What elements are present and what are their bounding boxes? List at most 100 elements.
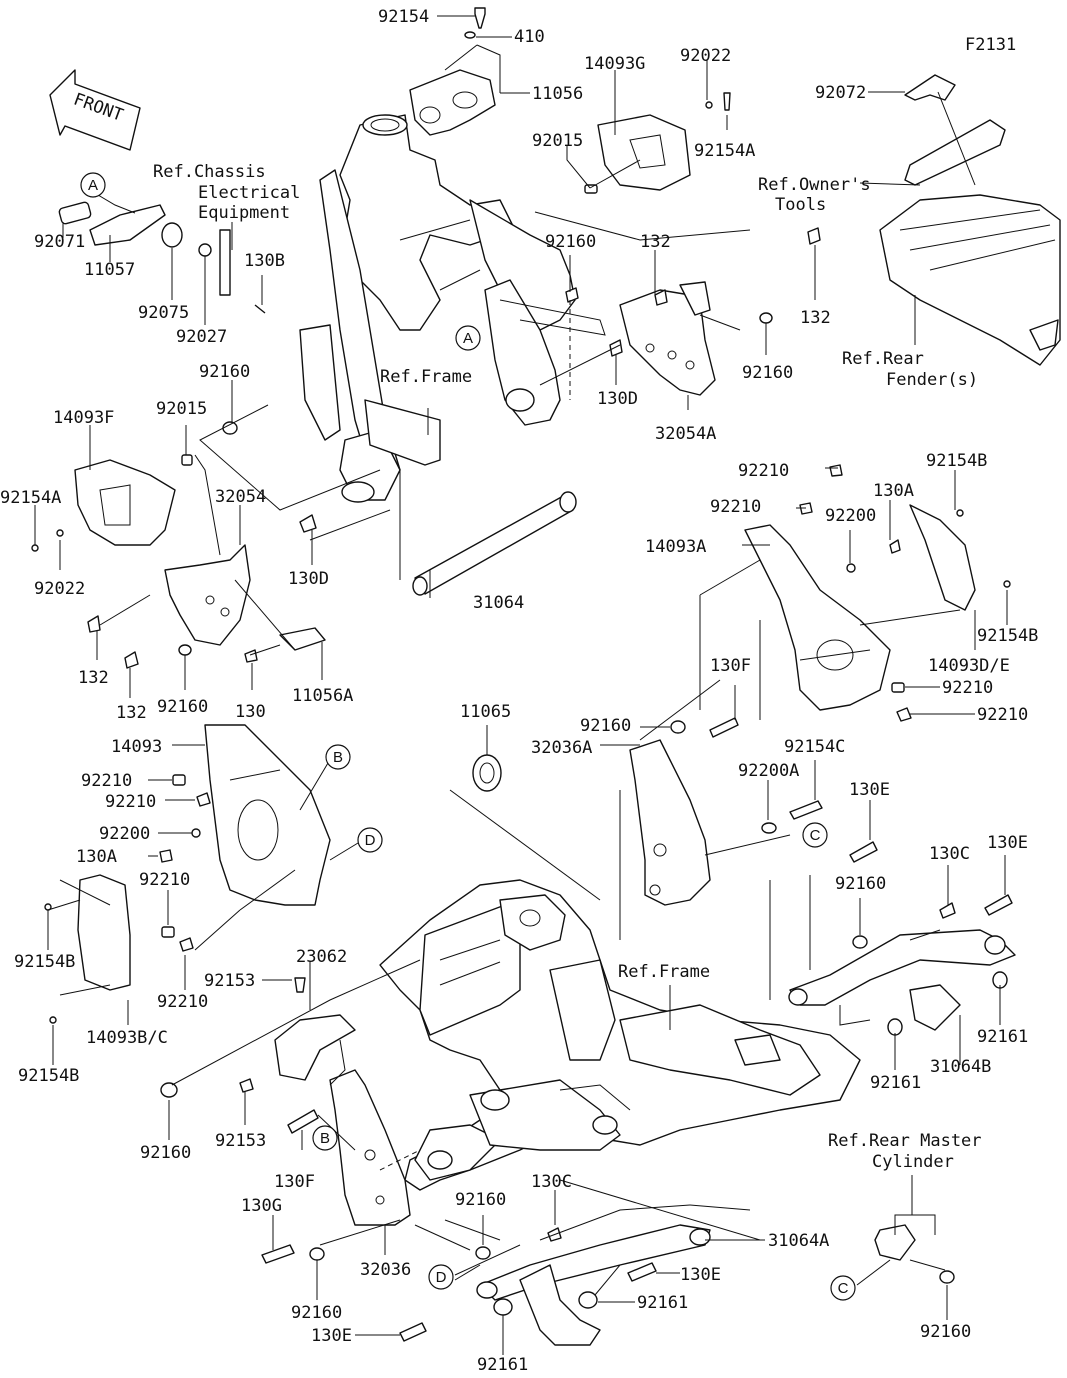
part-label: 92160 xyxy=(291,1303,342,1323)
svg-text:Ref.Owner's: Ref.Owner's xyxy=(758,175,871,195)
part-label: 92160 xyxy=(199,362,250,382)
bracket-32054A xyxy=(619,281,716,396)
cover-14093A xyxy=(744,524,891,711)
part-label: 132 xyxy=(78,668,109,688)
bracket-32036 xyxy=(329,1069,411,1226)
part-label: 92022 xyxy=(680,46,731,66)
part-label: 92160 xyxy=(157,697,208,717)
part-label: 32054A xyxy=(655,424,716,444)
part-label: 92160 xyxy=(545,232,596,252)
part-label: 92153 xyxy=(204,971,255,991)
part-label: 92210 xyxy=(710,497,761,517)
part-label: 92161 xyxy=(477,1355,528,1375)
part-label: 11057 xyxy=(84,260,135,280)
svg-text:D: D xyxy=(365,832,376,849)
shaft-31064 xyxy=(412,491,577,596)
marker-B-lower: B xyxy=(312,1125,338,1151)
svg-text:D: D xyxy=(436,1269,447,1286)
marker-B-right: B xyxy=(325,744,351,770)
part-label: 14093G xyxy=(584,54,645,74)
part-label: 130A xyxy=(76,847,117,867)
part-label: 92153 xyxy=(215,1131,266,1151)
part-labels: 92154 410 11056 14093G 92022 92154A 9201… xyxy=(0,7,1038,1375)
marker-C-lower: C xyxy=(830,1275,856,1301)
part-label: 32036 xyxy=(360,1260,411,1280)
svg-text:Ref.Chassis: Ref.Chassis xyxy=(153,162,266,182)
part-label: 92015 xyxy=(532,131,583,151)
part-label: 92200 xyxy=(99,824,150,844)
part-label: 92154C xyxy=(784,737,845,757)
part-label: 92075 xyxy=(138,303,189,323)
part-label: 130F xyxy=(274,1172,315,1192)
part-label: 130E xyxy=(680,1265,721,1285)
part-label: 31064B xyxy=(930,1057,991,1077)
part-label: 11056A xyxy=(292,686,353,706)
part-label: 23062 xyxy=(296,947,347,967)
svg-text:Ref.Rear: Ref.Rear xyxy=(842,349,924,369)
hardware xyxy=(31,7,1013,1342)
part-label: 92154B xyxy=(18,1066,79,1086)
ring-11065 xyxy=(472,754,502,792)
part-label: 92154B xyxy=(14,952,75,972)
marker-A-top: A xyxy=(80,172,106,198)
part-label: 92160 xyxy=(920,1322,971,1342)
part-label: 92210 xyxy=(105,792,156,812)
figure-id: F2131 xyxy=(965,35,1016,55)
part-label: 31064A xyxy=(768,1231,829,1251)
part-label: 92210 xyxy=(738,461,789,481)
part-label: 92210 xyxy=(81,771,132,791)
svg-text:Cylinder: Cylinder xyxy=(872,1152,954,1172)
part-label: 92200 xyxy=(825,506,876,526)
svg-text:Electrical: Electrical xyxy=(198,183,300,203)
part-label: 92071 xyxy=(34,232,85,252)
part-label: 92161 xyxy=(977,1027,1028,1047)
part-label: 14093D/E xyxy=(928,656,1010,676)
part-label: 130C xyxy=(929,844,970,864)
part-label: 92160 xyxy=(742,363,793,383)
part-label: 92161 xyxy=(637,1293,688,1313)
cover-14093 xyxy=(204,724,331,906)
arm-31064B xyxy=(788,929,1016,1031)
ref-rear-master-cylinder: Ref.Rear Master Cylinder xyxy=(828,1131,982,1172)
part-label: 130E xyxy=(311,1326,352,1346)
part-label: 11056 xyxy=(532,84,583,104)
part-label: 130A xyxy=(873,481,914,501)
marker-C-mid: C xyxy=(802,822,828,848)
part-label: 92210 xyxy=(942,678,993,698)
part-label: 92154 xyxy=(378,7,429,27)
part-label: 31064 xyxy=(473,593,524,613)
svg-text:C: C xyxy=(810,827,821,844)
svg-text:Fender(s): Fender(s) xyxy=(886,370,978,390)
part-label: 130G xyxy=(241,1196,282,1216)
front-arrow-icon: FRONT xyxy=(49,69,141,151)
arm-31064A xyxy=(476,1224,711,1346)
ref-chassis-electrical: Ref.Chassis Electrical Equipment xyxy=(153,162,300,223)
ref-frame-upper: Ref.Frame xyxy=(380,367,472,387)
ref-owners-tools: Ref.Owner's Tools xyxy=(758,175,871,215)
svg-text:Tools: Tools xyxy=(775,195,826,215)
marker-D-lower: D xyxy=(428,1264,454,1290)
svg-text:A: A xyxy=(463,330,473,347)
part-label: 14093A xyxy=(645,537,706,557)
part-label: 92160 xyxy=(580,716,631,736)
cover-14093G xyxy=(597,114,691,191)
svg-text:C: C xyxy=(838,1280,849,1297)
part-label: 92161 xyxy=(870,1073,921,1093)
part-label: 92160 xyxy=(455,1190,506,1210)
leader-lines xyxy=(34,15,1008,1355)
part-label: 130E xyxy=(987,833,1028,853)
part-label: 92154A xyxy=(694,141,755,161)
cover-14093BC xyxy=(77,874,131,991)
part-label: 92200A xyxy=(738,761,799,781)
part-label: 14093 xyxy=(111,737,162,757)
upper-frame xyxy=(299,69,606,503)
part-label: 11065 xyxy=(460,702,511,722)
part-label: 92160 xyxy=(835,874,886,894)
part-label: 14093F xyxy=(53,408,114,428)
part-label: 92160 xyxy=(140,1143,191,1163)
dashed-guides xyxy=(379,300,571,1171)
master-cylinder-bracket xyxy=(874,1224,916,1261)
part-label: 130E xyxy=(849,780,890,800)
bracket-32036A xyxy=(629,739,711,906)
